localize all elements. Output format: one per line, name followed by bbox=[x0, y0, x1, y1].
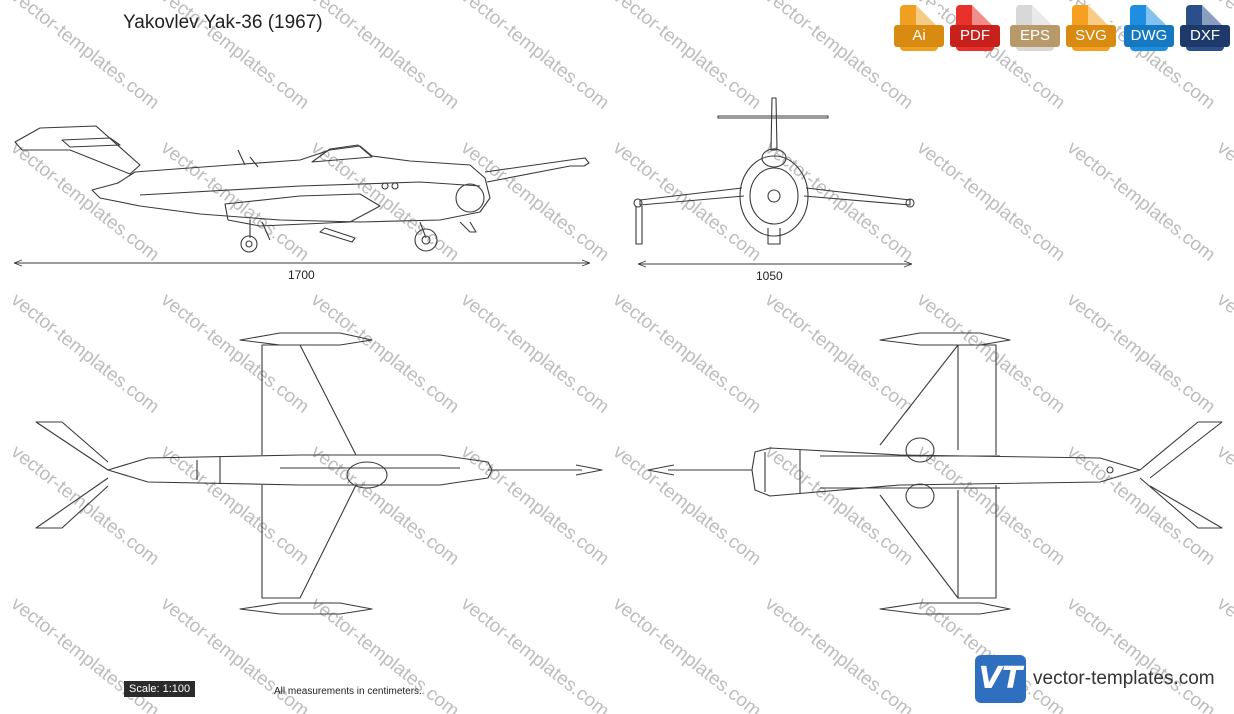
top-fuselage bbox=[107, 454, 493, 486]
brand-name-link[interactable]: vector-templates.com bbox=[1033, 668, 1215, 689]
format-dwg-icon[interactable]: DWG bbox=[1124, 5, 1174, 51]
front-nose-gear bbox=[767, 228, 781, 245]
side-canopy bbox=[311, 144, 373, 163]
side-nose-wheel bbox=[414, 228, 438, 252]
format-dxf-icon[interactable]: DXF bbox=[1180, 5, 1230, 51]
format-label: Ai bbox=[894, 25, 944, 47]
bottom-tank-upper bbox=[879, 332, 1011, 346]
front-intake bbox=[749, 167, 799, 225]
side-main-wheel bbox=[240, 235, 258, 253]
bottom-lift-engine-1 bbox=[905, 437, 935, 463]
side-antenna bbox=[237, 149, 259, 168]
bottom-lift-engine-2 bbox=[905, 483, 935, 509]
format-label: EPS bbox=[1010, 25, 1060, 47]
top-wing-lower bbox=[261, 484, 357, 599]
top-tank-upper bbox=[239, 332, 373, 346]
top-tail-upper bbox=[35, 421, 109, 471]
bottom-tank-lower bbox=[879, 602, 1011, 615]
page-fold-icon bbox=[1202, 5, 1224, 27]
page-fold-icon bbox=[916, 5, 938, 27]
format-svg-icon[interactable]: SVG bbox=[1066, 5, 1116, 51]
side-fuselage bbox=[91, 145, 491, 223]
side-length-arrow bbox=[13, 259, 591, 267]
side-length-label: 1700 bbox=[288, 268, 315, 282]
format-label: PDF bbox=[950, 25, 1000, 47]
front-wing-right bbox=[803, 187, 911, 206]
side-intake bbox=[455, 183, 485, 213]
side-nose-gear bbox=[419, 221, 427, 239]
format-ai-icon[interactable]: Ai bbox=[894, 5, 944, 51]
top-canopy bbox=[346, 461, 388, 489]
front-canopy bbox=[761, 148, 787, 168]
front-span-label: 1050 bbox=[756, 269, 783, 283]
page-fold-icon bbox=[1146, 5, 1168, 27]
scale-badge: Scale: 1:100 bbox=[124, 681, 196, 697]
brand-logo[interactable]: VT bbox=[975, 655, 1026, 703]
front-wingtip-gear bbox=[635, 206, 643, 245]
top-wing-upper bbox=[261, 344, 357, 456]
format-label: DXF bbox=[1180, 25, 1230, 47]
bottom-fuselage bbox=[751, 447, 1141, 497]
top-tail-lower bbox=[35, 477, 109, 529]
page-title: Yakovlev Yak-36 (1967) bbox=[123, 12, 323, 33]
top-tank-lower bbox=[239, 602, 373, 615]
side-main-gear bbox=[249, 220, 271, 241]
front-tailplane bbox=[717, 115, 829, 119]
side-engine-pod bbox=[224, 193, 381, 227]
side-wing-line bbox=[139, 181, 481, 196]
front-span-arrow bbox=[637, 260, 913, 268]
front-view bbox=[633, 97, 915, 245]
front-fin bbox=[770, 97, 778, 151]
page-fold-icon bbox=[1088, 5, 1110, 27]
format-label: DWG bbox=[1124, 25, 1174, 47]
format-label: SVG bbox=[1066, 25, 1116, 47]
measurement-note: All measurements in centimeters. bbox=[274, 686, 422, 697]
front-fuselage bbox=[739, 155, 809, 237]
page-fold-icon bbox=[972, 5, 994, 27]
dimension-lines bbox=[13, 259, 913, 268]
page-fold-icon bbox=[1032, 5, 1054, 27]
side-tailplane bbox=[61, 137, 121, 148]
top-nose-probe bbox=[488, 464, 603, 476]
front-wingtip-right bbox=[905, 198, 915, 208]
bottom-nose-probe bbox=[647, 464, 752, 476]
brand-logo-text: VT bbox=[978, 661, 1023, 696]
bottom-tail-upper bbox=[1139, 421, 1223, 479]
side-nose-probe bbox=[484, 157, 590, 183]
format-eps-icon[interactable]: EPS bbox=[1010, 5, 1060, 51]
format-pdf-icon[interactable]: PDF bbox=[950, 5, 1000, 51]
bottom-tail-lower bbox=[1139, 477, 1223, 529]
front-wing-left bbox=[639, 187, 745, 206]
front-wingtip-left bbox=[633, 198, 643, 208]
top-view bbox=[35, 332, 603, 615]
bottom-wing-lower bbox=[879, 485, 997, 599]
side-view bbox=[14, 125, 590, 253]
bottom-wing-upper bbox=[879, 344, 997, 455]
bottom-view bbox=[647, 332, 1223, 615]
side-tail-fin bbox=[14, 125, 141, 175]
